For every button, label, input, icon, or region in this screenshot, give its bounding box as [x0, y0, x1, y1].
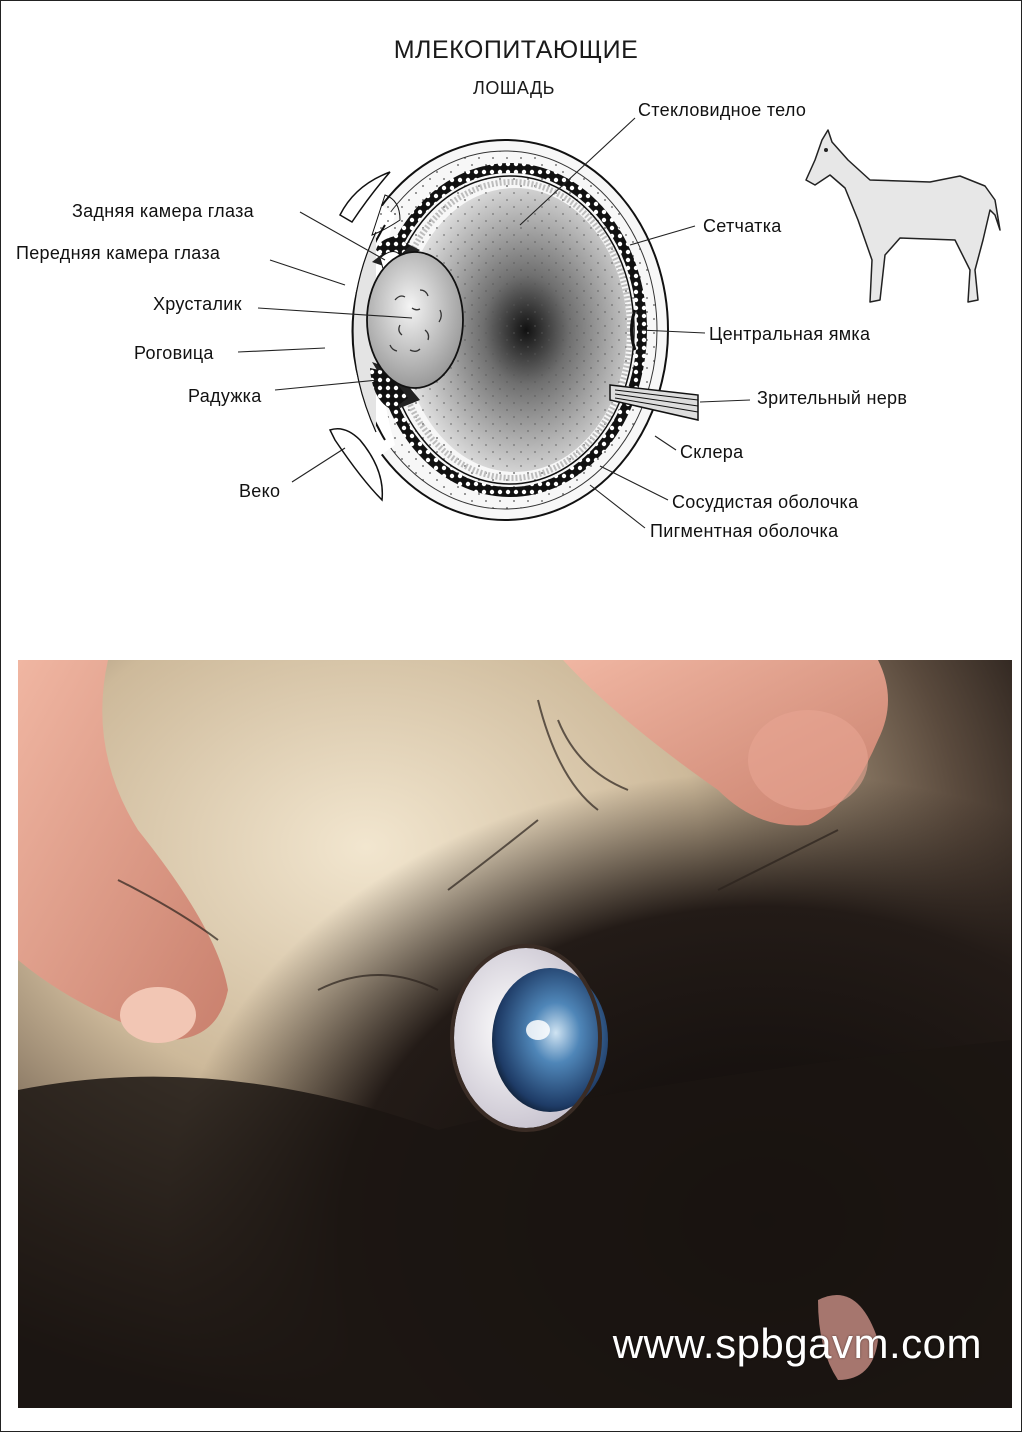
- label-anterior-chamber: Передняя камера глаза: [16, 243, 221, 263]
- eyelid-lower: [328, 428, 384, 502]
- lens-shape: [366, 251, 464, 389]
- label-sclera: Склера: [680, 442, 744, 462]
- diagram-title: МЛЕКОПИТАЮЩИЕ: [393, 36, 639, 64]
- label-eyelid: Веко: [239, 481, 281, 501]
- eyelid-upper: [339, 171, 391, 224]
- label-fovea: Центральная ямка: [709, 324, 871, 344]
- label-vitreous: Стекловидное тело: [638, 100, 807, 120]
- label-retina: Сетчатка: [703, 216, 782, 236]
- label-choroid: Сосудистая оболочка: [672, 492, 859, 512]
- finger-left: [18, 660, 228, 1040]
- label-cornea: Роговица: [134, 343, 214, 363]
- label-optic-nerve: Зрительный нерв: [757, 388, 908, 408]
- diagram-subtitle: ЛОШАДЬ: [473, 78, 555, 98]
- label-posterior-chamber: Задняя камера глаза: [72, 201, 254, 221]
- label-pigment: Пигментная оболочка: [650, 521, 839, 541]
- eye-diagram: [237, 117, 1001, 529]
- horse-silhouette: [805, 129, 1001, 303]
- eye-iris: [492, 968, 608, 1112]
- label-lens: Хрусталик: [153, 294, 242, 314]
- label-iris: Радужка: [188, 386, 262, 406]
- animal-eye-photo: www.spbgavm.com: [18, 660, 1012, 1408]
- watermark: www.spbgavm.com: [612, 1320, 982, 1367]
- optic-nerve: [609, 384, 699, 421]
